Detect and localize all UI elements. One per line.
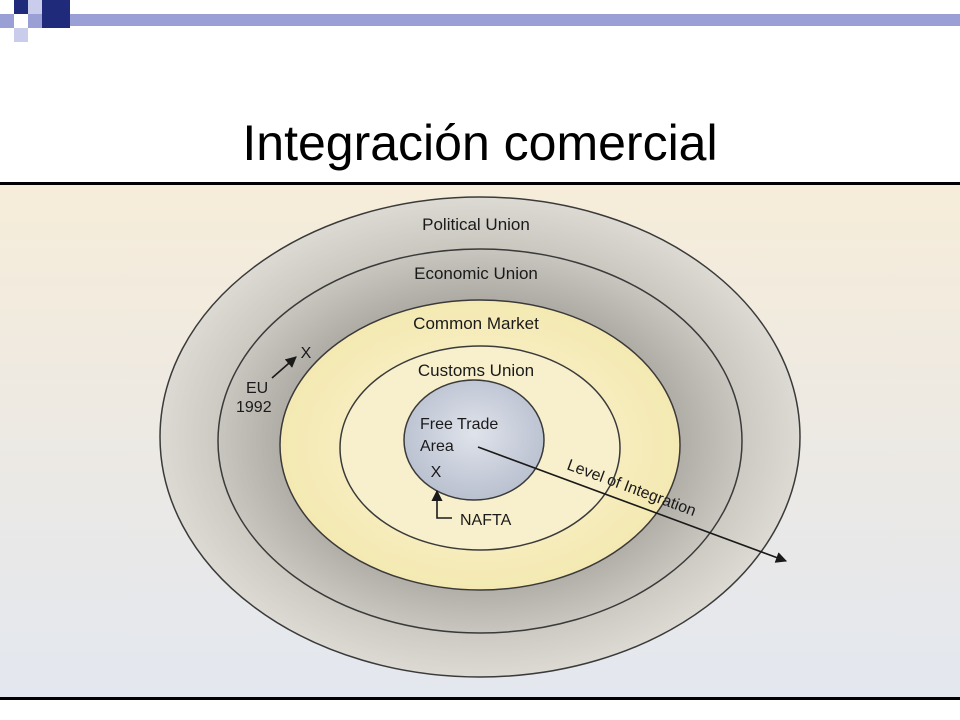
nafta-x-marker: X bbox=[431, 464, 442, 481]
corner-decoration bbox=[0, 0, 960, 42]
deco-square-lavender bbox=[0, 14, 14, 28]
label-common-market: Common Market bbox=[413, 314, 539, 333]
bottom-divider bbox=[0, 697, 960, 700]
deco-square-white-2 bbox=[14, 14, 28, 28]
eu-x-marker: X bbox=[301, 345, 312, 362]
eu-arrow bbox=[271, 356, 297, 379]
label-economic-union: Economic Union bbox=[414, 264, 538, 283]
label-political-union: Political Union bbox=[422, 215, 530, 234]
label-free-trade: Free Trade bbox=[420, 416, 498, 433]
deco-bar bbox=[70, 14, 960, 26]
label-eu: EU bbox=[246, 380, 268, 397]
label-area: Area bbox=[420, 438, 454, 455]
title-divider bbox=[0, 182, 960, 185]
nafta-arrow bbox=[431, 489, 452, 519]
deco-square-light bbox=[28, 0, 42, 14]
integration-arrow bbox=[477, 446, 788, 563]
integration-diagram: Political Union Economic Union Common Ma… bbox=[0, 185, 960, 697]
deco-square-white bbox=[0, 0, 14, 14]
deco-square-navy bbox=[14, 0, 28, 14]
label-nafta: NAFTA bbox=[460, 512, 512, 529]
deco-block-navy bbox=[42, 0, 70, 28]
core-free-trade-area bbox=[403, 379, 545, 501]
slide-title: Integración comercial bbox=[242, 115, 718, 171]
label-eu-year: 1992 bbox=[236, 399, 272, 416]
label-customs-union: Customs Union bbox=[418, 361, 534, 380]
deco-square-lavender-2 bbox=[28, 14, 42, 28]
deco-square-light-2 bbox=[14, 28, 28, 42]
